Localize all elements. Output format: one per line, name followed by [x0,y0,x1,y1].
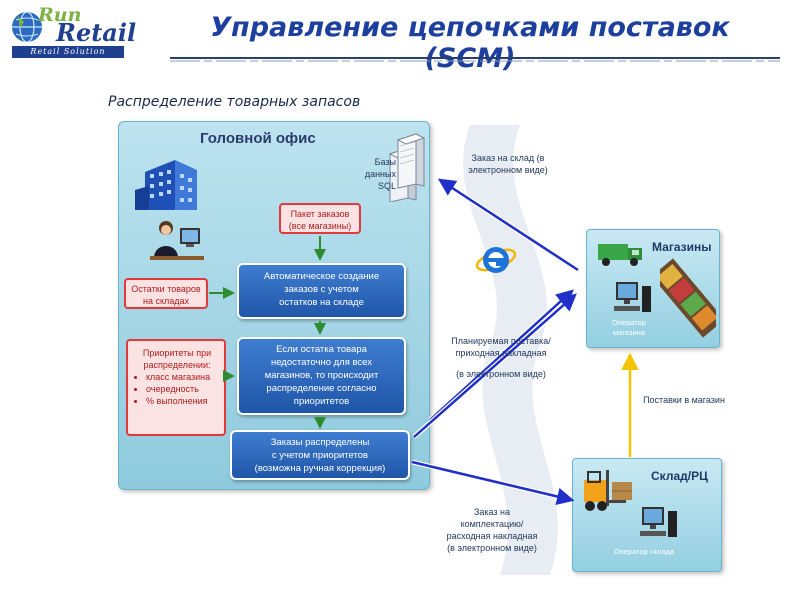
insufficient-line-4: распределение согласно [266,383,377,394]
store-computer-icon [614,282,651,312]
priorities-heading-2: распределении: [143,360,211,370]
distributed-line-1: Заказы распределены [270,437,370,448]
arrow-office-to-warehouse [411,459,575,506]
note-planned-line-1: Планируемая поставка/ [451,336,551,346]
priority-item: класс магазина [146,371,220,383]
note-delivery-to-store: Поставки в магазин [643,395,725,405]
database-server-icon [388,133,426,202]
office-worker-icon [150,221,204,260]
globe-icon [12,11,42,43]
note-planned-electronic: (в электронном виде) [456,369,546,379]
priority-item: % выполнения [146,395,220,407]
arrow-store-to-database [437,177,580,273]
title-underline [170,57,780,62]
logo: Run Retail Retail Solution [0,0,136,62]
stock-remains-line-1: Остатки товаров [131,284,201,294]
internet-explorer-icon [475,247,517,273]
distributed-line-2: с учетом приоритетов [271,450,369,461]
auto-create-orders-box: Автоматическое создание заказов с учетом… [237,263,406,319]
priorities-list: класс магазина очередность % выполнения [134,371,220,407]
store-operator-label: Оператор магазина [604,318,654,338]
warehouse-computer-icon [640,507,677,537]
priorities-heading-1: Приоритеты при [142,348,212,358]
truck-icon [598,244,642,266]
priority-item: очередность [146,383,220,395]
forklift-icon [584,470,632,511]
goods-shelf-icon [660,258,716,338]
orders-distributed-box: Заказы распределены с учетом приоритетов… [230,430,410,480]
head-office-title: Головной офис [200,130,316,147]
note-order-line-1: Заказ на склад (в [471,153,545,163]
database-label-line-2: данных [364,169,396,179]
logo-run: Run [38,4,82,26]
stock-remains-box: Остатки товаров на складах [124,278,208,309]
page-subtitle: Распределение товарных запасов [108,94,361,110]
warehouse-operator-label: Оператор склада [613,547,675,556]
logo-tagline: Retail Solution [12,46,124,58]
note-planned-delivery: Планируемая поставка/ приходная накладна… [436,335,566,359]
note-picking-line-3: расходная накладная [446,531,538,541]
insufficient-line-1: Если остатка товара [276,344,367,355]
insufficient-stock-box: Если остатка товара недостаточно для все… [237,337,406,415]
note-picking-line-2: комплектацию/ [460,519,524,529]
order-package-line-1: Пакет заказов [290,209,350,219]
insufficient-line-3: магазинов, то происходит [264,370,379,381]
distributed-line-3: (возможна ручная коррекция) [254,463,386,474]
auto-create-line-3: остатков на складе [279,297,364,308]
note-picking-line-4: (в электронном виде) [447,543,537,553]
auto-create-line-2: заказов с учетом [284,284,359,295]
stores-title: Магазины [652,240,712,254]
auto-create-line-1: Автоматическое создание [263,271,380,282]
insufficient-line-5: приоритетов [293,396,350,407]
arrow-office-to-store-2 [412,293,577,439]
warehouse-title: Склад/РЦ [651,469,708,483]
database-label-line-3: SQL [377,181,396,191]
note-planned-line-2: приходная накладная [455,348,547,358]
order-package-box: Пакет заказов (все магазины) [279,203,361,234]
database-label-line-1: Базы [374,157,396,167]
building-icon [135,160,197,210]
note-picking-order: Заказ на комплектацию/ расходная накладн… [432,506,552,554]
store-operator-line-1: Оператор [612,318,646,327]
note-order-to-warehouse: Заказ на склад (в электронном виде) [456,152,560,176]
logo-retail: Retail [56,18,137,47]
insufficient-line-2: недостаточно для всех [270,357,373,368]
arrow-office-to-store [428,289,574,422]
order-package-line-2: (все магазины) [288,221,352,231]
store-operator-line-2: магазина [613,328,645,337]
note-picking-line-1: Заказ на [473,507,511,517]
priorities-box: Приоритеты при распределении: класс мага… [126,339,226,436]
stock-remains-line-2: на складах [142,296,190,306]
database-label: Базы данных SQL [356,156,396,192]
note-order-line-2: электронном виде) [468,165,548,175]
